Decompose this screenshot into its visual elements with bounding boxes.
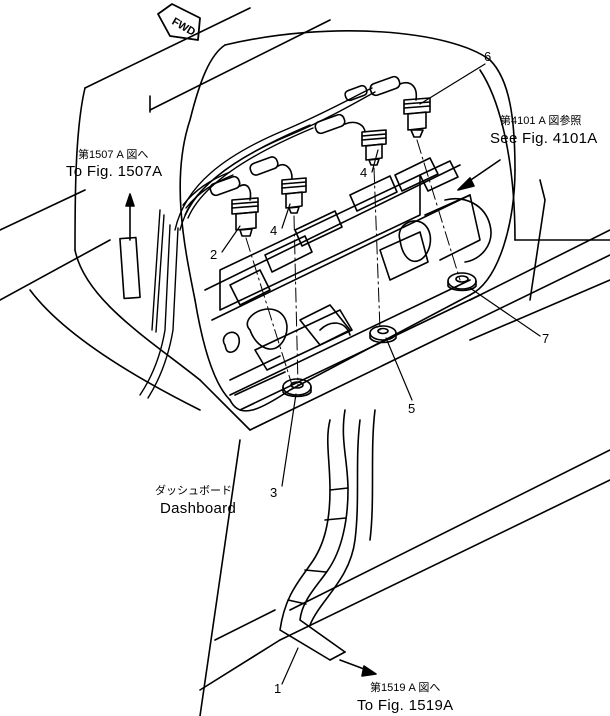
washer-7 — [447, 272, 477, 292]
ref-top-right-jp: 第4101 A 図参照 — [500, 115, 582, 127]
switch-4-right — [361, 129, 387, 166]
leader-lines — [221, 63, 541, 685]
housing-outline — [0, 7, 610, 716]
ref-bottom-jp: 第1519 A 図へ — [370, 682, 441, 694]
dashboard-cover — [179, 30, 516, 412]
ref-top-right-en: See Fig. 4101A — [490, 130, 598, 147]
mounting-bracket — [219, 157, 492, 396]
callout-3: 3 — [270, 485, 278, 500]
dashboard-label-jp: ダッシュボード — [155, 485, 232, 497]
switch-6 — [403, 97, 431, 138]
callout-6: 6 — [484, 49, 492, 64]
ref-arrows — [119, 159, 501, 677]
connectors — [209, 75, 418, 201]
dashboard-label-en: Dashboard — [160, 500, 237, 517]
washer-3 — [282, 378, 312, 398]
switch-2 — [231, 197, 259, 237]
wire-harness — [139, 87, 376, 399]
callout-2: 2 — [210, 247, 218, 262]
washer-5 — [369, 325, 397, 344]
cable-1 — [279, 409, 376, 661]
center-lines — [245, 139, 461, 386]
callout-7: 7 — [542, 331, 550, 346]
callout-1: 1 — [274, 681, 282, 696]
ref-top-left-en: To Fig. 1507A — [66, 163, 163, 180]
callout-4-right: 4 — [360, 165, 368, 180]
callout-5: 5 — [408, 401, 416, 416]
ref-top-left-jp: 第1507 A 図へ — [78, 149, 149, 161]
switch-4-left — [281, 177, 307, 214]
ref-bottom-en: To Fig. 1519A — [357, 697, 454, 714]
callout-4-left: 4 — [270, 223, 278, 238]
